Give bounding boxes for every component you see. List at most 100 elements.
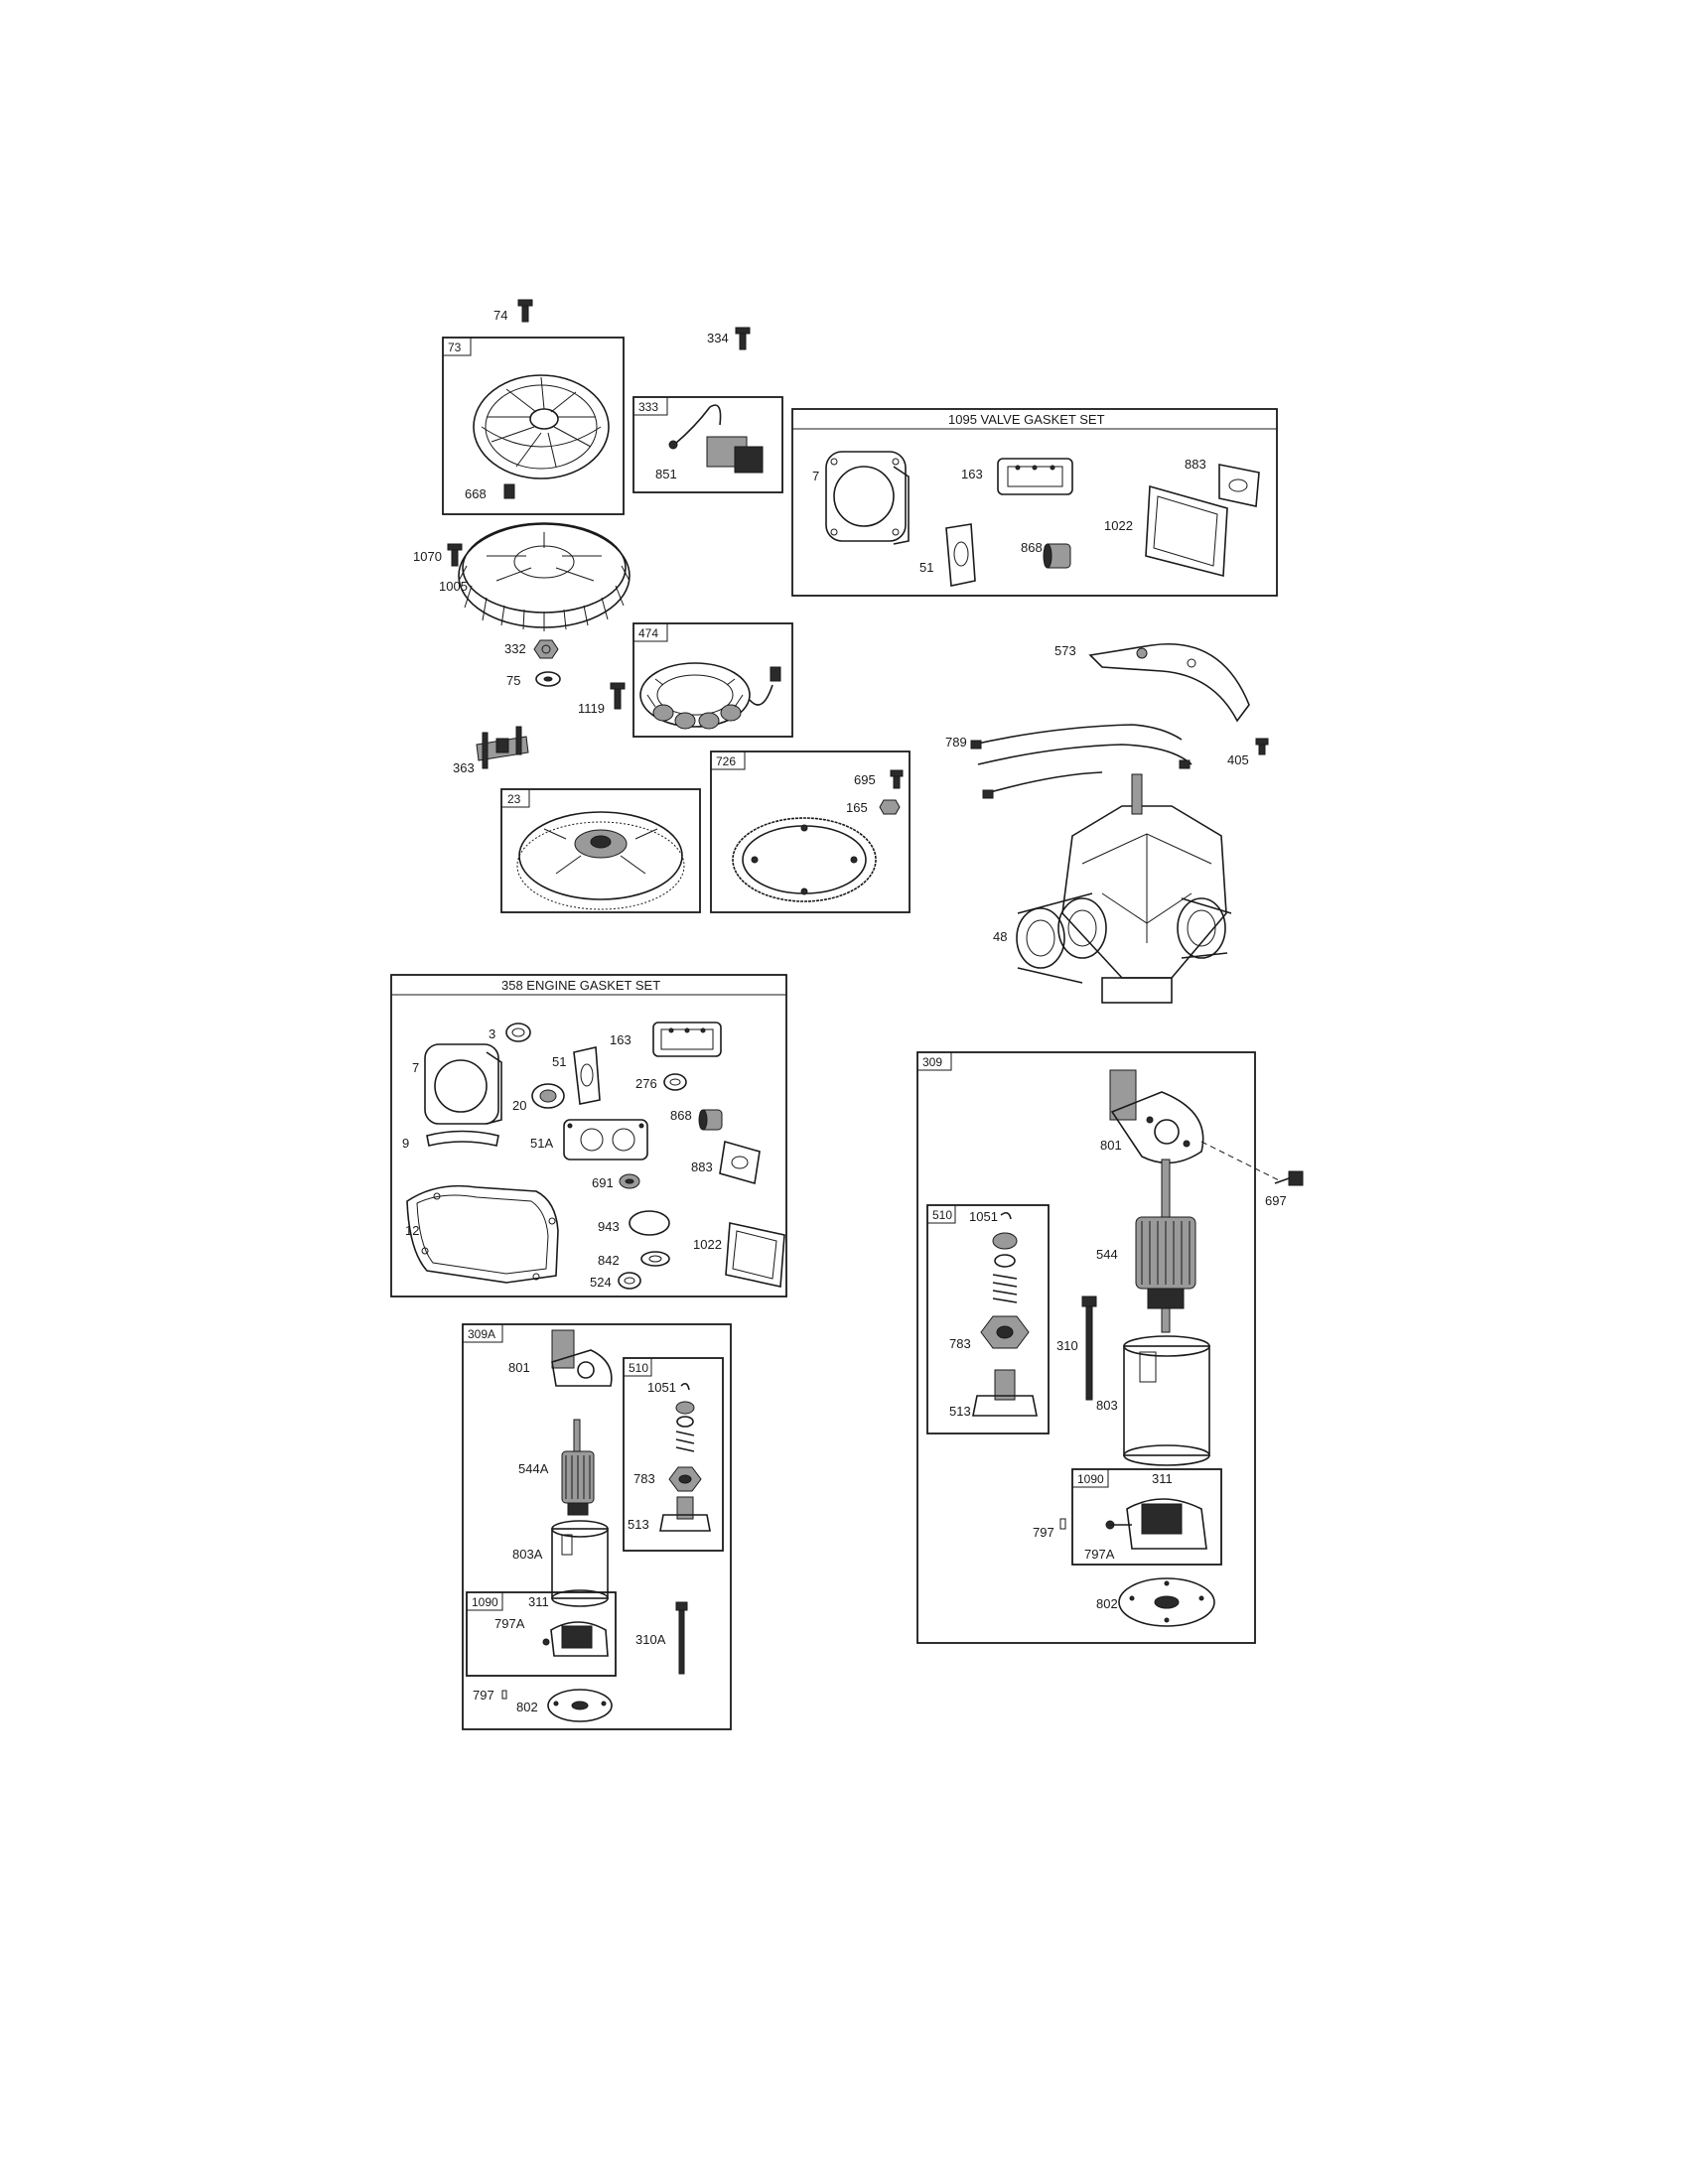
part-label: 20 xyxy=(512,1098,526,1113)
retaining-ring-1051 xyxy=(1000,1211,1012,1220)
part-label: 783 xyxy=(633,1471,655,1486)
alternator-stator xyxy=(639,662,781,730)
part-label: 801 xyxy=(508,1360,530,1375)
blower-housing xyxy=(473,374,610,479)
seal-276 xyxy=(663,1073,687,1091)
washer-797 xyxy=(501,1690,507,1700)
part-label: 544A xyxy=(518,1461,549,1476)
motor-housing-803a xyxy=(551,1520,609,1607)
part-label: 1022 xyxy=(693,1237,722,1252)
box-1090 xyxy=(1071,1468,1222,1566)
intake-gasket-51a xyxy=(563,1119,648,1160)
part-label: 276 xyxy=(635,1076,657,1091)
brush-holder xyxy=(1105,1498,1207,1550)
bolt-1119 xyxy=(610,682,626,710)
end-plate-802 xyxy=(1118,1577,1215,1627)
nut-332 xyxy=(533,639,559,659)
box-tag: 23 xyxy=(507,792,521,806)
part-label: 12 xyxy=(405,1223,419,1238)
oil-seal-20 xyxy=(531,1083,565,1109)
bolt-74 xyxy=(517,299,533,323)
box-tag: 309A xyxy=(468,1327,495,1341)
seal-842 xyxy=(640,1251,670,1267)
part-label: 311 xyxy=(528,1594,549,1609)
end-plate-802 xyxy=(547,1689,613,1722)
baffle-573 xyxy=(1088,643,1250,723)
part-label: 310A xyxy=(635,1632,666,1647)
bolt-697 xyxy=(1274,1170,1304,1186)
box-726 xyxy=(710,751,911,913)
box-1090 xyxy=(466,1591,617,1677)
part-label: 668 xyxy=(465,486,487,501)
crankcase-gasket-12 xyxy=(406,1184,559,1284)
part-label: 513 xyxy=(628,1517,649,1532)
part-label: 797 xyxy=(473,1688,494,1703)
part-label: 802 xyxy=(1096,1596,1118,1611)
part-label: 51 xyxy=(919,560,933,575)
part-label: 1022 xyxy=(1104,518,1133,533)
part-label: 1005 xyxy=(439,579,468,594)
box-309 xyxy=(916,1051,1256,1644)
box-309a xyxy=(462,1323,732,1730)
part-label: 7 xyxy=(412,1060,419,1075)
head-gasket-7 xyxy=(424,1043,502,1125)
part-label: 1070 xyxy=(413,549,442,564)
box-title: 358 ENGINE GASKET SET xyxy=(501,978,660,993)
box-510 xyxy=(623,1357,724,1552)
part-label: 405 xyxy=(1227,752,1249,767)
cover-gasket-1022 xyxy=(1145,484,1228,578)
part-label: 163 xyxy=(961,467,983,481)
part-label: 3 xyxy=(489,1026,495,1041)
part-label: 544 xyxy=(1096,1247,1118,1262)
valve-cover-gasket-163 xyxy=(652,1022,722,1057)
gasket-51 xyxy=(573,1046,601,1105)
brush-holder xyxy=(542,1621,609,1657)
part-label: 75 xyxy=(506,673,520,688)
part-label: 801 xyxy=(1100,1138,1122,1153)
part-label: 332 xyxy=(504,641,526,656)
part-label: 1051 xyxy=(969,1209,998,1224)
part-label: 310 xyxy=(1056,1338,1078,1353)
part-label: 513 xyxy=(949,1404,971,1419)
thru-bolt-310 xyxy=(1081,1296,1097,1401)
part-label: 803 xyxy=(1096,1398,1118,1413)
part-label: 334 xyxy=(707,331,729,345)
part-label: 9 xyxy=(402,1136,409,1151)
bracket-363 xyxy=(476,726,529,769)
gasket-9 xyxy=(426,1130,499,1147)
part-label: 74 xyxy=(493,308,507,323)
nut-165 xyxy=(879,799,901,815)
part-label: 51 xyxy=(552,1054,566,1069)
seal-524 xyxy=(618,1272,641,1290)
box-tag: 1090 xyxy=(1077,1472,1104,1486)
part-label: 797A xyxy=(1084,1547,1115,1562)
part-label: 524 xyxy=(590,1275,612,1290)
part-label: 783 xyxy=(949,1336,971,1351)
box-23 xyxy=(500,788,701,913)
washer-797 xyxy=(1059,1518,1066,1530)
seal-3 xyxy=(505,1023,531,1042)
gasket-51 xyxy=(945,523,976,587)
part-label: 7 xyxy=(812,469,819,483)
seal-868 xyxy=(1043,543,1071,569)
gasket-883 xyxy=(719,1140,761,1185)
armature-544 xyxy=(1135,1159,1196,1333)
drive-assembly xyxy=(972,1232,1038,1417)
box-tag: 510 xyxy=(932,1208,952,1222)
screw-695 xyxy=(890,769,904,789)
box-tag: 309 xyxy=(922,1055,942,1069)
part-label: 851 xyxy=(655,467,677,481)
bolt-334 xyxy=(735,327,751,350)
box-510 xyxy=(926,1204,1050,1434)
small-gasket-883 xyxy=(1218,464,1260,507)
box-title: 1095 VALVE GASKET SET xyxy=(948,412,1105,427)
box-tag: 1090 xyxy=(472,1595,498,1609)
part-label: 803A xyxy=(512,1547,543,1562)
part-label: 883 xyxy=(691,1160,713,1174)
retaining-ring-1051 xyxy=(680,1382,690,1391)
o-ring-943 xyxy=(629,1210,670,1236)
box-tag: 726 xyxy=(716,754,736,768)
part-label: 48 xyxy=(993,929,1007,944)
box-73 xyxy=(442,337,625,515)
head-gasket xyxy=(825,451,910,545)
